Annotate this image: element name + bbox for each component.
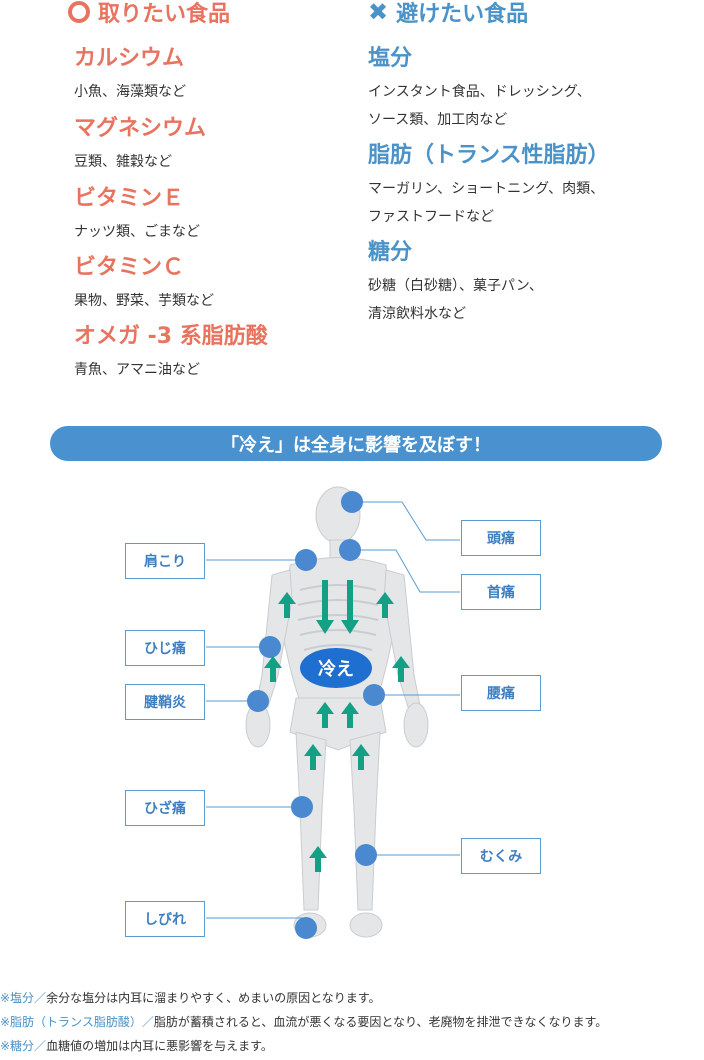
food-item-vitamin-c: ビタミンＣ 果物、野菜、芋類など <box>74 255 214 309</box>
note-salt: ※塩分／余分な塩分は内耳に溜まりやすく、めまいの原因となります。 <box>0 991 381 1005</box>
label-swelling: むくみ <box>461 838 541 874</box>
food-item-omega3: オメガ -3 系脂肪酸 青魚、アマニ油など <box>74 324 268 378</box>
food-item-sugar: 糖分 砂糖（白砂糖）、菓子パン、 清涼飲料水など <box>368 240 543 322</box>
note-fat: ※脂肪（トランス脂肪酸）／脂肪が蓄積されると、血流が悪くなる要因となり、老廃物を… <box>0 1015 608 1029</box>
circulation-arrows <box>264 580 410 872</box>
label-lower-back: 腰痛 <box>461 675 541 711</box>
cross-icon: ✖ <box>368 0 389 26</box>
skeleton-illustration <box>206 486 460 939</box>
label-knee: ひざ痛 <box>125 790 205 826</box>
food-item-magnesium: マグネシウム 豆類、雑穀など <box>74 116 207 170</box>
coldness-center <box>300 648 372 688</box>
coldness-center-label: 冷え <box>318 659 354 680</box>
coldness-banner: 「冷え」は全身に影響を及ぼす！ <box>50 426 662 461</box>
note-sugar: ※糖分／血糖値の増加は内耳に悪影響を与えます。 <box>0 1039 273 1053</box>
label-tendinitis: 腱鞘炎 <box>125 684 205 720</box>
label-elbow: ひじ痛 <box>125 630 205 666</box>
food-item-salt: 塩分 インスタント食品、ドレッシング、 ソース類、加工肉など <box>368 46 591 128</box>
footnotes: ※塩分／余分な塩分は内耳に溜まりやすく、めまいの原因となります。 ※脂肪（トラン… <box>0 988 704 1060</box>
circle-icon <box>68 1 90 23</box>
food-item-fat: 脂肪（トランス性脂肪） マーガリン、ショートニング、肉類、 ファストフードなど <box>368 143 610 225</box>
food-item-calcium: カルシウム 小魚、海藻類など <box>74 46 186 100</box>
label-numbness: しびれ <box>125 901 205 937</box>
recommended-heading: 取りたい食品 <box>68 0 230 28</box>
label-headache: 頭痛 <box>461 520 541 556</box>
avoid-heading: ✖ 避けたい食品 <box>368 0 529 27</box>
food-item-vitamin-e: ビタミンＥ ナッツ類、ごまなど <box>74 186 200 240</box>
label-shoulder: 肩こり <box>125 543 205 579</box>
label-neck: 首痛 <box>461 574 541 610</box>
body-figure: 冷え 肩こり ひじ痛 腱鞘炎 ひざ痛 しびれ 頭痛 首痛 腰痛 むくみ <box>0 470 704 990</box>
